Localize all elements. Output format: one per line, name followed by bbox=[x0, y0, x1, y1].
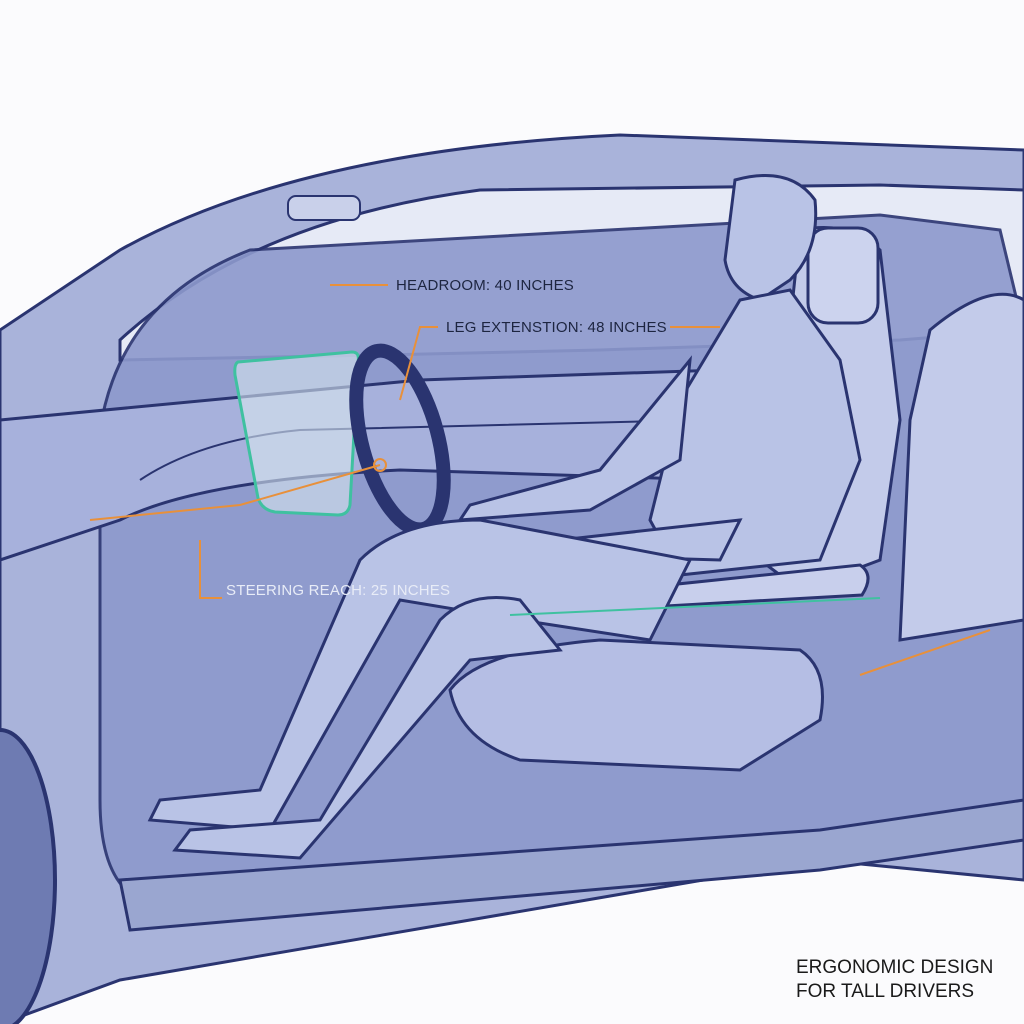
driver-figure bbox=[147, 174, 862, 860]
steering-reach-label: STEERING REACH: 25 INCHES bbox=[226, 582, 451, 599]
front-wheel bbox=[0, 728, 57, 1024]
leg-callout-line bbox=[399, 326, 438, 401]
rear-seat bbox=[898, 292, 1024, 642]
headroom-label: HEADROOM: 40 INCHES bbox=[396, 277, 574, 294]
headrest bbox=[806, 226, 880, 325]
rear-floor-callout bbox=[859, 629, 991, 676]
steering-callout-line bbox=[199, 540, 222, 599]
steering-reach-line bbox=[89, 464, 381, 521]
callout-lines bbox=[89, 284, 991, 676]
caption-line-1: ERGONOMIC DESIGN bbox=[796, 957, 994, 978]
caption-line-2: FOR TALL DRIVERS bbox=[796, 981, 975, 1002]
door-sill bbox=[118, 798, 1024, 932]
hud-display bbox=[233, 350, 360, 517]
driver-seat-cushion bbox=[448, 638, 824, 772]
caption: ERGONOMIC DESIGN FOR TALL DRIVERS bbox=[796, 956, 993, 1004]
rearview-mirror bbox=[287, 195, 361, 221]
dashboard bbox=[0, 368, 722, 562]
steering-reach-marker bbox=[373, 458, 387, 472]
leg-guide-line bbox=[509, 597, 881, 616]
leg-extension-label: LEG EXTENSTION: 48 INCHES bbox=[446, 319, 667, 336]
